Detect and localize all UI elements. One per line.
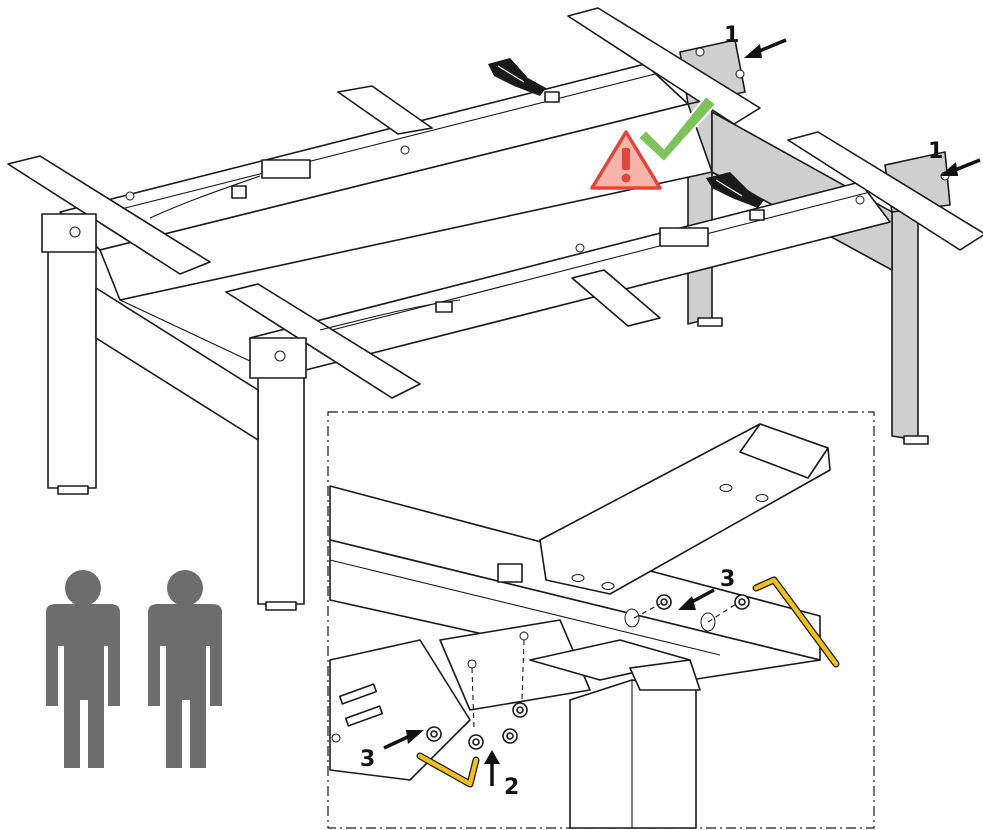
desk-frame [7, 7, 983, 611]
centre-arm-front [571, 269, 661, 327]
screw-icon [512, 702, 528, 718]
screw-icon [468, 734, 484, 750]
control-box-back [261, 159, 311, 179]
foot-back-left [697, 317, 723, 327]
arrow-icon [406, 730, 424, 744]
callout-label: 3 [360, 747, 375, 772]
cross-arm-back-left [567, 7, 761, 125]
callout-label: 2 [504, 775, 519, 800]
bracket-right [249, 337, 307, 379]
control-box-front [659, 227, 709, 247]
front-leg-right [257, 373, 305, 605]
centre-panel [99, 103, 713, 301]
front-crossbar [95, 287, 259, 441]
inset-slot [497, 563, 523, 583]
screw-icon [734, 594, 750, 610]
foot-left [57, 485, 89, 495]
screw-icon [426, 726, 442, 742]
cross-arm-front-left [7, 155, 211, 275]
arrow-icon [484, 750, 500, 764]
cross-arm-back-right [787, 131, 983, 251]
callout-label: 3 [720, 567, 735, 592]
bracket-left [41, 213, 97, 253]
back-leg-right [891, 195, 919, 441]
centre-arm-back [337, 85, 433, 135]
checkmark-icon [636, 94, 718, 164]
cross-arm-front-right [225, 283, 421, 399]
callout-label: 1 [724, 23, 739, 48]
detail-inset: 3 3 2 [327, 411, 875, 829]
arrow-icon [744, 44, 762, 58]
screw-icon [502, 728, 518, 744]
arrow-icon [678, 596, 696, 610]
callout-1-right: 1 [928, 139, 981, 176]
person-icon [148, 570, 222, 768]
inset-bracket-plate [439, 619, 591, 711]
arrow-icon [940, 162, 958, 176]
inset-mount-plate [329, 639, 471, 781]
foot-right [265, 601, 297, 611]
front-leg-left [47, 243, 97, 489]
hand-icon [706, 172, 764, 208]
callout-label: 1 [928, 139, 943, 164]
inset-leg [569, 679, 697, 829]
callout-1-top: 1 [724, 23, 787, 58]
foot-back-right [903, 435, 929, 445]
screw-icon [656, 594, 672, 610]
person-icon [46, 570, 120, 768]
warning-icon [590, 130, 662, 190]
hand-icon [488, 58, 546, 96]
